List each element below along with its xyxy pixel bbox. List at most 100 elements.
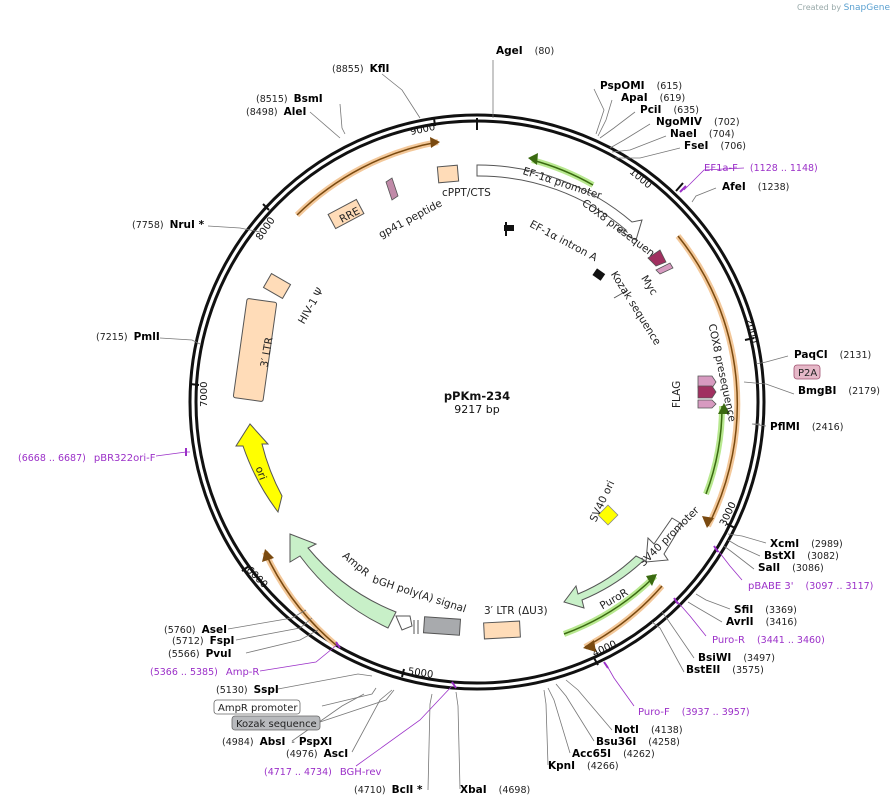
feature-ef1a-intron-marker (504, 222, 514, 236)
enzyme-nrui[interactable]: (7758)NruI * (132, 219, 205, 231)
enzyme-xcmi[interactable]: XcmI(2989) (770, 538, 843, 550)
arrowhead-bottom (583, 640, 596, 652)
primer-ef1a-f[interactable]: EF1a-F(1128 .. 1148) (704, 163, 818, 174)
primer-amp-r[interactable]: (5366 .. 5385)Amp-R (150, 667, 259, 678)
arc-orange-left-line (264, 551, 337, 646)
enzyme-kfli[interactable]: (8855)KflI (332, 63, 389, 75)
enzyme-sfii[interactable]: SfiI(3369) (734, 604, 797, 616)
feature-bgh-polya[interactable] (422, 616, 462, 636)
feature-kozak-marker (592, 268, 606, 281)
arc-green-bottom-line (563, 575, 656, 635)
arc-orange-top-line (296, 141, 439, 216)
enzyme-absi[interactable]: (4984)AbsI-PspXI (222, 736, 332, 748)
enzyme-paqci[interactable]: PaqCI(2131) (794, 349, 871, 361)
svg-text:P2A: P2A (798, 368, 817, 379)
feature-3ltr[interactable] (232, 298, 278, 402)
primer-labels: EF1a-F(1128 .. 1148) (6668 .. 6687)pBR32… (18, 163, 873, 778)
label-hiv-psi: HIV-1 Ψ (296, 286, 326, 326)
brand-created-by: Created by (797, 3, 842, 12)
arrowhead-green-top (528, 153, 538, 165)
enzyme-asei[interactable]: (5760)AseI (164, 624, 227, 636)
arrowhead-right (702, 516, 714, 528)
label-3ltr-du3: 3′ LTR (ΔU3) (484, 605, 548, 617)
enzyme-bsu36i[interactable]: Bsu36I(4258) (596, 736, 680, 748)
tick-label-5000: 5000 (407, 666, 434, 680)
svg-text:ori: ori (253, 465, 269, 482)
feature-rre[interactable] (327, 198, 365, 230)
label-3ltr: 3′ LTR (259, 336, 276, 368)
feature-myc-arrow (647, 249, 667, 267)
enzyme-pspomi[interactable]: PspOMI(615) (600, 80, 682, 92)
plasmid-size: 9217 bp (454, 403, 499, 416)
feature-p2a-flag-arrows (697, 375, 717, 409)
enzyme-fsei[interactable]: FseI(706) (684, 140, 746, 152)
enzyme-acc65i[interactable]: Acc65I(4262) (572, 748, 655, 760)
arc-orange-top (294, 139, 439, 218)
enzyme-bsteii[interactable]: BstEII(3575) (686, 664, 764, 676)
primer-pbabe3[interactable]: pBABE 3'(3097 .. 3117) (748, 581, 873, 592)
feature-3ltr-du3[interactable] (483, 620, 521, 640)
enzyme-asci[interactable]: (4976)AscI (286, 748, 348, 760)
label-cppt: cPPT/CTS (442, 187, 491, 199)
enzyme-afei[interactable]: AfeI(1238) (722, 181, 789, 193)
enzyme-xbai[interactable]: XbaI(4698) (460, 784, 530, 796)
enzyme-pmli[interactable]: (7215)PmlI (96, 331, 160, 343)
enzyme-avrii[interactable]: AvrII(3416) (726, 616, 797, 628)
tick-marks (189, 117, 755, 678)
enzyme-naei[interactable]: NaeI(704) (670, 128, 734, 140)
tick-label-7000: 7000 (199, 382, 210, 407)
plasmid-name: pPKm-234 (444, 389, 510, 403)
enzyme-sspi[interactable]: (5130)SspI (216, 684, 279, 696)
feature-puror[interactable]: PuroR (563, 555, 645, 612)
enzyme-pvui[interactable]: (5566)PvuI (168, 648, 232, 660)
feature-sv40-ori[interactable] (597, 504, 619, 526)
enzyme-kpni[interactable]: KpnI(4266) (548, 760, 619, 772)
label-kozak: Kozak sequence (608, 269, 663, 347)
primer-pbr322ori-f[interactable]: (6668 .. 6687)pBR322ori-F (18, 453, 156, 464)
label-flag: FLAG (671, 381, 683, 408)
arrowhead-green-bottom (646, 574, 657, 586)
enzyme-bsmi[interactable]: (8515)BsmI (256, 93, 323, 105)
enzyme-apai[interactable]: ApaI(619) (621, 92, 685, 104)
enzyme-bmgbi[interactable]: BmgBI(2179) (798, 385, 880, 397)
enzyme-sali[interactable]: SalI(3086) (758, 562, 824, 574)
label-myc: Myc (638, 273, 659, 297)
feature-ori[interactable]: ori (235, 423, 283, 514)
boxed-label-ampr-promoter[interactable]: AmpR promoter (213, 699, 301, 715)
primer-puro-r[interactable]: Puro-R(3441 .. 3460) (712, 635, 825, 646)
boxed-label-p2a[interactable]: P2A (793, 364, 821, 380)
tick-label-8000: 8000 (254, 215, 278, 242)
enzyme-bcli[interactable]: (4710)BclI * (354, 784, 423, 796)
label-ef1a-intron: EF-1α intron A (528, 218, 600, 264)
enzyme-pcii[interactable]: PciI(635) (640, 104, 699, 116)
arrowhead-left (262, 549, 274, 562)
primer-puro-f[interactable]: Puro-F(3937 .. 3957) (638, 707, 750, 718)
arc-green-right (703, 405, 726, 496)
enzyme-agei[interactable]: AgeI(80) (496, 45, 554, 57)
brand-name: SnapGene (843, 3, 890, 13)
tick-label-9000: 9000 (409, 122, 436, 138)
enzyme-bsiwi[interactable]: BsiWI(3497) (698, 652, 775, 664)
svg-text:AmpR: AmpR (340, 550, 372, 579)
enzyme-labels: AgeI(80) (8855)KflI (8515)BsmI (8498)Ale… (96, 45, 880, 796)
feature-ampr-promoter-arrow (395, 615, 413, 631)
arc-orange-right-line (677, 235, 738, 527)
enzyme-bstxi[interactable]: BstXI(3082) (764, 550, 839, 562)
svg-text:AmpR promoter: AmpR promoter (218, 703, 298, 714)
feature-gp41-arrow (385, 177, 399, 201)
enzyme-alei[interactable]: (8498)AleI (246, 106, 306, 118)
enzyme-ngomiv[interactable]: NgoMIV(702) (656, 116, 740, 128)
label-gp41: gp41 peptide (377, 197, 444, 240)
enzyme-fspi[interactable]: (5712)FspI (172, 635, 234, 647)
enzyme-pflmi[interactable]: PflMI(2416) (770, 421, 843, 433)
primer-bgh-rev[interactable]: (4717 .. 4734)BGH-rev (264, 767, 381, 778)
feature-sv40-promoter[interactable] (645, 517, 683, 563)
label-sv40-promoter: SV40 promoter (637, 504, 702, 569)
enzyme-noti[interactable]: NotI(4138) (614, 724, 683, 736)
primer-marks (185, 185, 719, 689)
boxed-label-kozak[interactable]: Kozak sequence (231, 715, 321, 731)
tick-label-1000: 1000 (627, 166, 654, 191)
feature-hiv-psi[interactable] (262, 272, 292, 300)
feature-cppt[interactable] (436, 164, 460, 184)
